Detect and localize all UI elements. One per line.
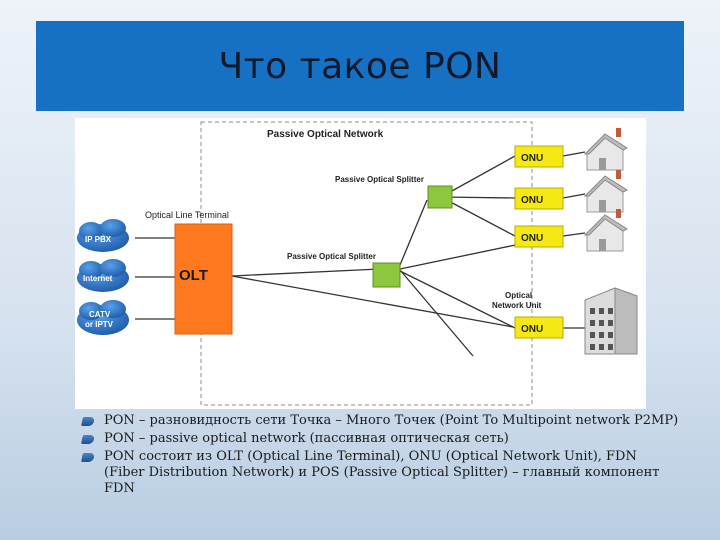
cloud-internet-label: Internet xyxy=(83,274,113,283)
cloud-internet: Internet xyxy=(77,259,129,292)
splitter-lower-label: Passive Optical Splitter xyxy=(287,252,376,261)
splitter-lower xyxy=(372,262,401,288)
onu-2: ONU xyxy=(514,187,564,210)
pon-boundary xyxy=(200,121,533,406)
onu-caption-line2: Network Unit xyxy=(492,301,542,310)
splitter-upper xyxy=(427,185,453,209)
fiber-lines xyxy=(135,151,586,357)
bullet-text: PON – passive optical network (пассивная… xyxy=(104,431,509,446)
olt-label: OLT xyxy=(179,267,208,284)
cloud-ip-pbx-label: IP PBX xyxy=(85,235,112,244)
cloud-catv-label2: or IPTV xyxy=(85,320,114,329)
onu-3-label: ONU xyxy=(521,233,543,244)
pon-label: Passive Optical Network xyxy=(267,129,384,140)
house-icon xyxy=(583,209,629,252)
building-icon xyxy=(584,287,638,355)
bullet-item: PON – разновидность сети Точка – Много Т… xyxy=(80,413,680,429)
bullet-icon xyxy=(81,435,95,444)
bullet-text: PON – разновидность сети Точка – Много Т… xyxy=(104,413,679,428)
title-bar: Что такое PON xyxy=(36,21,684,111)
onu-2-label: ONU xyxy=(521,195,543,206)
bullet-item: PON состоит из OLT (Optical Line Termina… xyxy=(80,449,680,497)
pon-diagram: OLT Optical Line Terminal Passive Optica… xyxy=(75,118,646,409)
olt-box xyxy=(174,223,233,335)
bullet-item: PON – passive optical network (пассивная… xyxy=(80,431,680,447)
cloud-catv-label: CATV xyxy=(89,310,111,319)
cloud-catv: CATV or IPTV xyxy=(77,300,129,335)
splitter-upper-label: Passive Optical Splitter xyxy=(335,175,424,184)
bullet-list: PON – разновидность сети Точка – Много Т… xyxy=(80,413,680,499)
bullet-icon xyxy=(81,453,95,462)
onu-caption-line1: Optical xyxy=(505,291,532,300)
bullet-text: PON состоит из OLT (Optical Line Termina… xyxy=(104,449,660,496)
onu-4-label: ONU xyxy=(521,324,543,335)
cloud-ip-pbx: IP PBX xyxy=(77,219,129,252)
bullet-icon xyxy=(81,417,95,426)
house-icon xyxy=(583,128,629,171)
onu-3: ONU xyxy=(514,225,564,248)
pon-diagram-svg: OLT Optical Line Terminal Passive Optica… xyxy=(77,121,638,406)
onu-1: ONU xyxy=(514,145,564,168)
olt-caption: Optical Line Terminal xyxy=(145,210,229,220)
onu-4: ONU xyxy=(514,316,564,339)
house-icon xyxy=(583,170,629,213)
slide-title: Что такое PON xyxy=(218,45,502,87)
onu-1-label: ONU xyxy=(521,153,543,164)
